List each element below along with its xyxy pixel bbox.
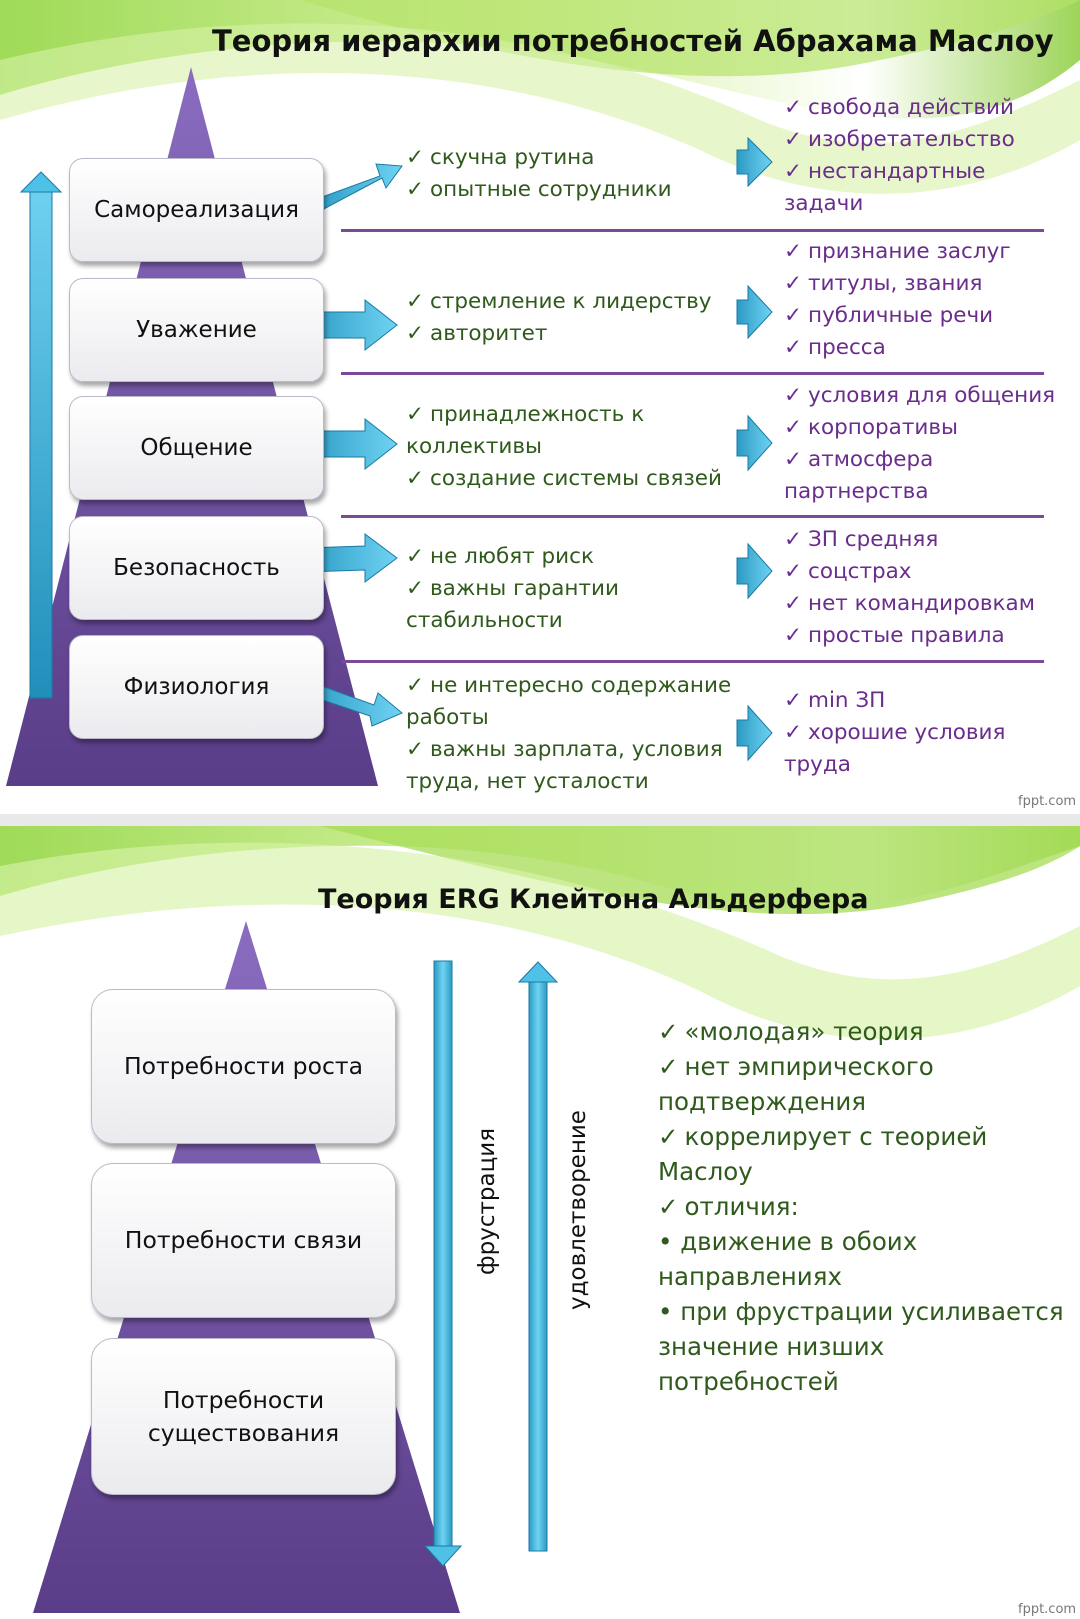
vertical-arrow-up-icon	[19, 171, 63, 699]
checkmark-icon: ✓	[406, 402, 425, 427]
row-divider	[341, 515, 1044, 518]
checkmark-icon: ✓	[784, 559, 803, 584]
vertical-arrow-up-icon	[517, 961, 559, 1552]
watermark: fppt.com	[1018, 794, 1077, 809]
motivators-self-actualization: ✓свобода действий ✓изобретательство ✓нес…	[784, 95, 1015, 216]
checkmark-icon: ✓	[658, 1052, 679, 1081]
checkmark-icon: ✓	[784, 239, 803, 264]
checkmark-icon: ✓	[784, 271, 803, 296]
checkmark-icon: ✓	[784, 447, 803, 472]
page-title: Теория ERG Клейтона Альдерфера	[318, 884, 869, 915]
checkmark-icon: ✓	[784, 623, 803, 648]
checkmark-icon: ✓	[784, 303, 803, 328]
traits-social: ✓принадлежность к коллективы ✓создание с…	[406, 402, 723, 491]
checkmark-icon: ✓	[784, 95, 803, 120]
checkmark-icon: ✓	[784, 383, 803, 408]
satisfaction-label: удовлетворение	[565, 1110, 591, 1310]
checkmark-icon: ✓	[784, 415, 803, 440]
level-growth: Потребности роста	[91, 989, 396, 1144]
checkmark-icon: ✓	[406, 289, 425, 314]
checkmark-icon: ✓	[406, 177, 425, 202]
vertical-arrow-down-icon	[423, 960, 463, 1567]
erg-slide: Теория ERG Клейтона Альдерфера Потребнос…	[0, 826, 1080, 1619]
level-self-actualization: Самореализация	[69, 158, 324, 262]
watermark: fppt.com	[1018, 1602, 1077, 1617]
frustration-label: фрустрация	[474, 1127, 500, 1275]
maslow-slide: Теория иерархии потребностей Абрахама Ма…	[0, 0, 1080, 814]
level-relatedness: Потребности связи	[91, 1163, 396, 1318]
checkmark-icon: ✓	[784, 159, 803, 184]
block-arrow-right-icon	[736, 414, 773, 472]
checkmark-icon: ✓	[784, 720, 803, 745]
traits-safety: ✓не любят риск ✓важны гарантии стабильно…	[406, 544, 619, 633]
block-arrow-right-icon	[736, 704, 773, 762]
checkmark-icon: ✓	[658, 1017, 679, 1046]
checkmark-icon: ✓	[658, 1192, 679, 1221]
checkmark-icon: ✓	[784, 591, 803, 616]
checkmark-icon: ✓	[784, 527, 803, 552]
checkmark-icon: ✓	[784, 127, 803, 152]
block-arrow-right-icon	[736, 136, 773, 188]
level-safety: Безопасность	[69, 516, 324, 620]
level-existence: Потребности существования	[91, 1338, 396, 1495]
row-divider	[341, 229, 1044, 232]
motivators-esteem: ✓признание заслуг ✓титулы, звания ✓публи…	[784, 239, 1011, 360]
traits-esteem: ✓стремление к лидерству ✓авторитет	[406, 289, 712, 346]
block-arrow-right-icon	[313, 163, 403, 213]
motivators-safety: ✓ЗП средняя ✓соцстрах ✓нет командировкам…	[784, 527, 1035, 648]
checkmark-icon: ✓	[406, 576, 425, 601]
checkmark-icon: ✓	[406, 321, 425, 346]
traits-physiology: ✓не интересно содержание работы ✓важны з…	[406, 673, 732, 794]
block-arrow-right-icon	[736, 284, 773, 340]
level-physiology: Физиология	[69, 635, 324, 739]
level-esteem: Уважение	[69, 278, 324, 382]
level-social: Общение	[69, 396, 324, 500]
checkmark-icon: ✓	[406, 673, 425, 698]
row-divider	[341, 372, 1044, 375]
checkmark-icon: ✓	[406, 466, 425, 491]
motivators-social: ✓условия для общения ✓корпоративы ✓атмос…	[784, 383, 1056, 504]
checkmark-icon: ✓	[406, 737, 425, 762]
page-title: Теория иерархии потребностей Абрахама Ма…	[212, 24, 1054, 58]
traits-self-actualization: ✓скучна рутина ✓опытные сотрудники	[406, 145, 672, 202]
checkmark-icon: ✓	[406, 544, 425, 569]
row-divider	[341, 660, 1044, 663]
checkmark-icon: ✓	[784, 688, 803, 713]
checkmark-icon: ✓	[658, 1122, 679, 1151]
block-arrow-right-icon	[736, 542, 773, 600]
checkmark-icon: ✓	[784, 335, 803, 360]
motivators-physiology: ✓min ЗП ✓хорошие условия труда	[784, 688, 1006, 777]
checkmark-icon: ✓	[406, 145, 425, 170]
erg-notes: ✓«молодая» теория ✓нет эмпирического под…	[658, 1017, 1064, 1396]
